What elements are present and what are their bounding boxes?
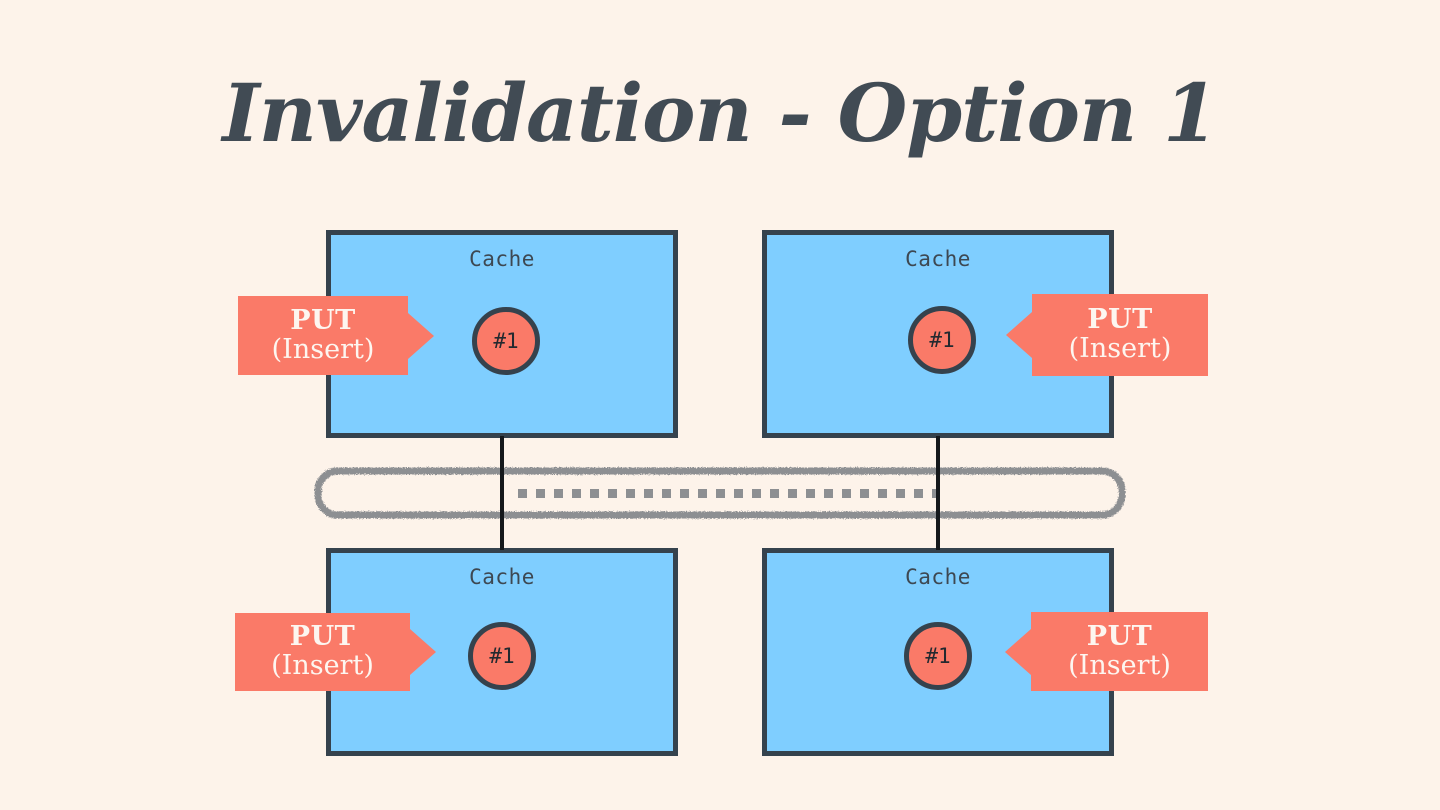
- cache-box-bottom-left: Cache #1: [326, 548, 678, 756]
- callout-arrow-right-icon: [408, 312, 434, 359]
- callout-line2: (Insert): [271, 650, 374, 681]
- callout-put-bottom-left: PUT (Insert): [235, 613, 436, 691]
- callout-line1: PUT: [1086, 620, 1153, 652]
- callout-line1: PUT: [290, 304, 356, 336]
- callout-put-top-right: PUT (Insert): [1006, 294, 1208, 376]
- callout-line1: PUT: [1087, 304, 1153, 336]
- callout-arrow-left-icon: [1005, 628, 1031, 675]
- network-bus: [313, 466, 1127, 520]
- invalidation-message-line: [518, 489, 936, 498]
- callout-line2: (Insert): [271, 333, 375, 365]
- callout-put-bottom-right: PUT (Insert): [1005, 612, 1208, 691]
- callout-arrow-left-icon: [1006, 312, 1032, 358]
- callout-line1: PUT: [289, 621, 356, 653]
- cache-entry-badge: #1: [904, 622, 972, 690]
- cache-entry-badge: #1: [468, 622, 536, 690]
- cache-entry-badge: #1: [908, 306, 976, 374]
- cache-label: Cache: [469, 565, 535, 589]
- cache-label: Cache: [905, 565, 971, 589]
- page-title: Invalidation - Option 1: [222, 66, 1218, 160]
- callout-put-top-left: PUT (Insert): [238, 296, 434, 375]
- cache-label: Cache: [905, 247, 971, 271]
- link-left: [500, 436, 504, 550]
- callout-line2: (Insert): [1068, 649, 1171, 681]
- callout-line2: (Insert): [1068, 333, 1172, 364]
- callout-arrow-right-icon: [410, 629, 436, 675]
- cache-entry-badge: #1: [472, 307, 540, 375]
- cache-label: Cache: [469, 247, 535, 271]
- link-right: [936, 436, 940, 550]
